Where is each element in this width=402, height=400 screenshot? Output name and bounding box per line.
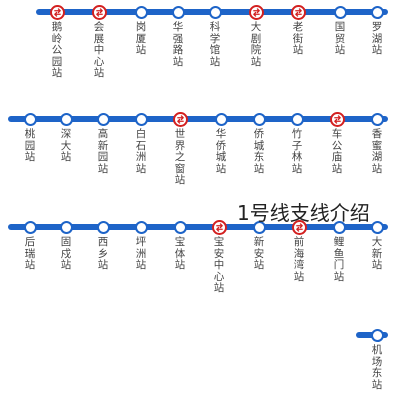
station-label: 鲤鱼门站 <box>333 236 345 283</box>
station-label: 科学馆站 <box>209 21 221 68</box>
station-label: 竹子林站 <box>291 128 303 175</box>
station-label: 鹅岭公园站 <box>51 21 63 79</box>
station-label: 宝体站 <box>174 236 186 271</box>
station-label: 车公庙站 <box>331 128 343 175</box>
transfer-station-marker[interactable] <box>329 111 345 127</box>
station-label: 老街站 <box>292 21 304 56</box>
transfer-icon <box>176 114 184 124</box>
station-marker[interactable] <box>134 5 148 19</box>
station-marker[interactable] <box>370 5 384 19</box>
station-marker[interactable] <box>290 112 304 126</box>
station-label: 深大站 <box>60 128 72 163</box>
station-marker[interactable] <box>333 5 347 19</box>
station-label: 会展中心站 <box>93 21 105 79</box>
station-label: 前海湾站 <box>293 236 305 283</box>
transfer-station-marker[interactable] <box>211 219 227 235</box>
station-label: 新安站 <box>253 236 265 271</box>
transfer-station-marker[interactable] <box>49 4 65 20</box>
station-marker[interactable] <box>370 328 384 342</box>
station-label: 国贸站 <box>334 21 346 56</box>
station-label: 华侨城站 <box>215 128 227 175</box>
station-label: 华强路站 <box>172 21 184 68</box>
station-label: 桃园站 <box>24 128 36 163</box>
station-marker[interactable] <box>59 112 73 126</box>
transfer-station-marker[interactable] <box>172 111 188 127</box>
station-label: 西乡站 <box>97 236 109 271</box>
station-marker[interactable] <box>134 112 148 126</box>
station-marker[interactable] <box>173 220 187 234</box>
station-marker[interactable] <box>370 112 384 126</box>
station-label: 机场东站 <box>371 344 383 391</box>
transfer-icon <box>252 7 260 17</box>
station-marker[interactable] <box>332 220 346 234</box>
transfer-icon <box>295 222 303 232</box>
station-label: 后瑞站 <box>24 236 36 271</box>
station-label: 白石洲站 <box>135 128 147 175</box>
transfer-station-marker[interactable] <box>291 219 307 235</box>
metro-line-row-3 <box>8 224 388 230</box>
metro-line-row-2 <box>8 116 388 122</box>
station-marker[interactable] <box>252 220 266 234</box>
station-label: 香蜜湖站 <box>371 128 383 175</box>
station-label: 高新园站 <box>97 128 109 175</box>
transfer-station-marker[interactable] <box>290 4 306 20</box>
station-marker[interactable] <box>252 112 266 126</box>
station-label: 大新站 <box>371 236 383 271</box>
station-marker[interactable] <box>208 5 222 19</box>
station-label: 宝安中心站 <box>213 236 225 294</box>
transfer-icon <box>215 222 223 232</box>
station-label: 固戍站 <box>60 236 72 271</box>
transfer-icon <box>294 7 302 17</box>
station-marker[interactable] <box>370 220 384 234</box>
transfer-station-marker[interactable] <box>248 4 264 20</box>
station-label: 大剧院站 <box>250 21 262 68</box>
station-marker[interactable] <box>23 112 37 126</box>
station-marker[interactable] <box>23 220 37 234</box>
station-marker[interactable] <box>214 112 228 126</box>
station-marker[interactable] <box>171 5 185 19</box>
station-label: 坪洲站 <box>135 236 147 271</box>
station-marker[interactable] <box>96 112 110 126</box>
station-label: 罗湖站 <box>371 21 383 56</box>
station-label: 侨城东站 <box>253 128 265 175</box>
station-label: 世界之窗站 <box>174 128 186 186</box>
station-marker[interactable] <box>59 220 73 234</box>
transfer-station-marker[interactable] <box>91 4 107 20</box>
transfer-icon <box>333 114 341 124</box>
transfer-icon <box>53 7 61 17</box>
station-marker[interactable] <box>96 220 110 234</box>
station-label: 岗厦站 <box>135 21 147 56</box>
page-caption: 1号线支线介绍 <box>237 201 370 225</box>
station-marker[interactable] <box>134 220 148 234</box>
transfer-icon <box>95 7 103 17</box>
